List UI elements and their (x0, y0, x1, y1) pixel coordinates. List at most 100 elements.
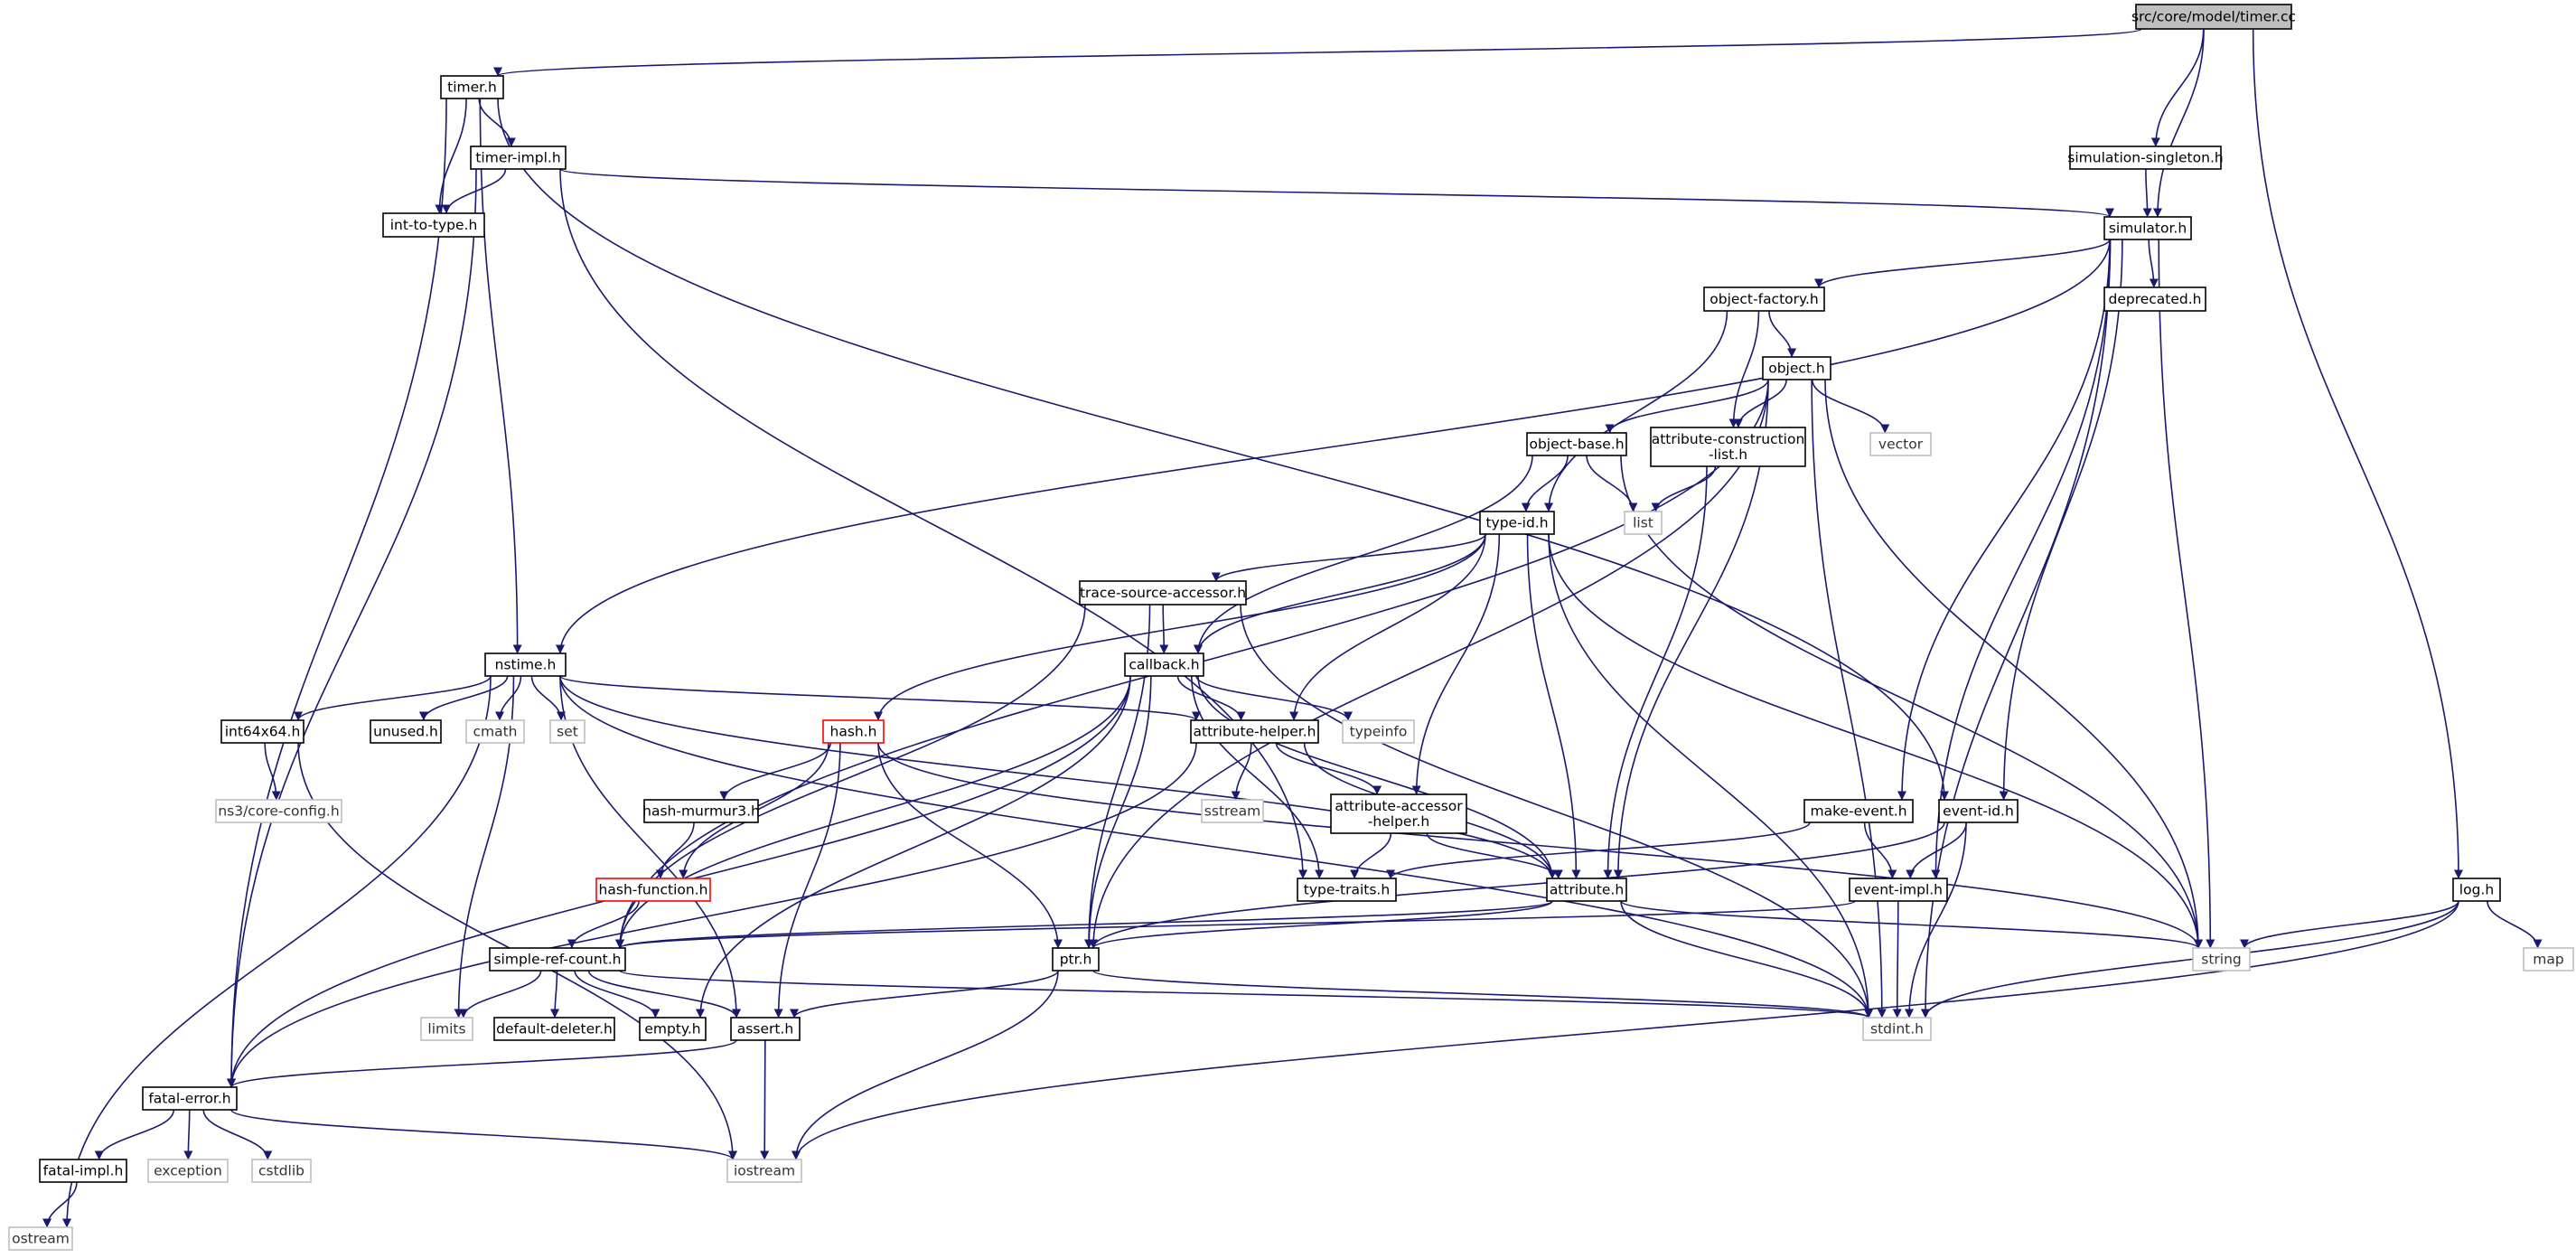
node-attribute-h[interactable]: attribute.h (1546, 878, 1627, 902)
node-object-h[interactable]: object.h (1762, 356, 1831, 380)
node-box-list (1624, 511, 1663, 535)
node-attr-accessor-helper-h[interactable]: attribute-accessor-helper.h (1330, 793, 1467, 834)
node-hash-h[interactable]: hash.h (822, 719, 885, 744)
node-box-unused-h (370, 719, 442, 744)
edge-fatal-error-h-to-iostream (230, 1109, 737, 1160)
edge-simulator-h-to-stdint-h (1921, 239, 2112, 1019)
node-nstime-h[interactable]: nstime.h (484, 652, 567, 677)
node-label-nstime-h: nstime.h (495, 657, 557, 673)
node-unused-h[interactable]: unused.h (370, 719, 442, 744)
node-assert-h[interactable]: assert.h (730, 1017, 801, 1041)
node-box-map (2523, 947, 2574, 972)
edge-nstime-h-to-unused-h (418, 675, 509, 721)
edge-simulator-h-to-string (2158, 239, 2215, 949)
node-label-simulator-h: simulator.h (2109, 221, 2187, 237)
node-label-object-base-h: object-base.h (1529, 437, 1624, 453)
node-box-empty-h (639, 1017, 707, 1041)
node-hash-function-h[interactable]: hash-function.h (595, 878, 711, 902)
node-box-set (549, 719, 585, 744)
node-make-event-h[interactable]: make-event.h (1803, 799, 1914, 823)
node-object-base-h[interactable]: object-base.h (1526, 432, 1627, 456)
edge-object-h-to-string (1824, 379, 2203, 949)
node-ns3-core-config-h: ns3/core-config.h (215, 799, 342, 823)
node-box-event-id-h (1938, 799, 2019, 823)
node-hash-murmur3-h[interactable]: hash-murmur3.h (642, 799, 760, 823)
node-simulator-h[interactable]: simulator.h (2103, 216, 2192, 240)
node-int-to-type-h[interactable]: int-to-type.h (382, 212, 485, 238)
node-trace-source-accessor-h[interactable]: trace-source-accessor.h (1079, 580, 1247, 606)
node-label-event-id-h: event-id.h (1943, 803, 2014, 820)
node-timer-impl-h[interactable]: timer-impl.h (470, 146, 567, 170)
node-box-cmath (465, 719, 525, 744)
node-box-hash-murmur3-h (643, 799, 759, 823)
edge-log-h-to-map (2487, 900, 2543, 949)
node-label-timer-impl-h: timer-impl.h (475, 150, 560, 166)
node-box-timer-cc (2135, 4, 2292, 30)
node-label-attr-constr-list-h: -list.h (1709, 446, 1747, 463)
node-default-deleter-h[interactable]: default-deleter.h (493, 1017, 615, 1041)
node-event-impl-h[interactable]: event-impl.h (1849, 878, 1948, 902)
node-timer-cc[interactable]: src/core/model/timer.cc (2131, 4, 2296, 30)
edge-attribute-h-to-stdint-h (1620, 900, 1873, 1019)
edge-fatal-error-h-to-cstdlib (202, 1109, 273, 1160)
node-label-fatal-impl-h: fatal-impl.h (43, 1163, 124, 1179)
edge-nstime-h-to-attribute-helper-h (559, 675, 1201, 721)
edge-ptr-h-to-stdint-h (1092, 970, 1873, 1019)
edge-nstime-h-to-set (530, 675, 567, 721)
node-label-int64x64-h: int64x64.h (225, 724, 301, 740)
edge-hash-h-to-string (877, 742, 2203, 949)
edge-hash-function-h-to-simple-ref-count-h (567, 900, 640, 949)
node-type-id-h[interactable]: type-id.h (1479, 511, 1555, 535)
node-int64x64-h[interactable]: int64x64.h (220, 719, 304, 744)
edge-object-base-h-to-callback-h (1194, 455, 1533, 654)
node-box-type-traits-h (1297, 878, 1397, 902)
node-callback-h[interactable]: callback.h (1124, 652, 1204, 677)
node-attribute-helper-h[interactable]: attribute-helper.h (1190, 719, 1319, 744)
node-box-attr-accessor-helper-h (1330, 793, 1467, 834)
edge-hash-h-to-assert-h (773, 742, 841, 1019)
node-label-fatal-error-h: fatal-error.h (148, 1091, 230, 1107)
node-ptr-h[interactable]: ptr.h (1052, 947, 1100, 972)
edge-type-id-h-to-attr-accessor-helper-h (1411, 533, 1501, 795)
edge-event-id-h-to-event-impl-h (1906, 821, 1968, 879)
edge-object-base-h-to-type-id-h (1521, 455, 1569, 512)
node-event-id-h[interactable]: event-id.h (1938, 799, 2019, 823)
edge-fatal-impl-h-to-ostream (42, 1181, 78, 1228)
edge-callback-h-to-typeinfo (1195, 675, 1353, 721)
edge-attribute-h-to-simple-ref-count-h (615, 900, 1553, 949)
node-simple-ref-count-h[interactable]: simple-ref-count.h (489, 947, 626, 972)
node-box-int-to-type-h (382, 212, 485, 238)
node-label-trace-source-accessor-h: trace-source-accessor.h (1080, 585, 1246, 601)
edge-timer-h-to-event-id-h (497, 98, 1949, 801)
edge-nstime-h-to-cmath (495, 675, 522, 721)
node-timer-h[interactable]: timer.h (440, 75, 504, 99)
node-deprecated-h[interactable]: deprecated.h (2103, 286, 2206, 312)
edge-log-h-to-iostream (792, 900, 2459, 1160)
node-label-log-h: log.h (2459, 882, 2494, 898)
node-label-timer-h: timer.h (447, 80, 497, 96)
node-box-string (2192, 947, 2251, 972)
node-type-traits-h[interactable]: type-traits.h (1297, 878, 1397, 902)
node-empty-h[interactable]: empty.h (639, 1017, 707, 1041)
node-box-vector (1869, 432, 1932, 456)
node-box-typeinfo (1342, 719, 1415, 744)
node-simulation-singleton-h[interactable]: simulation-singleton.h (2067, 146, 2224, 170)
node-object-factory-h[interactable]: object-factory.h (1703, 286, 1825, 312)
edge-ptr-h-to-iostream (792, 970, 1059, 1160)
node-attr-constr-list-h[interactable]: attribute-construction-list.h (1650, 427, 1806, 467)
edge-event-id-h-to-ptr-h (1089, 821, 1945, 949)
edge-callback-h-to-attribute-helper-h (1176, 675, 1246, 721)
node-box-int64x64-h (220, 719, 304, 744)
edge-fatal-error-h-to-fatal-impl-h (94, 1109, 175, 1160)
node-limits: limits (420, 1017, 473, 1041)
node-set: set (549, 719, 585, 744)
node-label-set: set (557, 724, 578, 740)
node-fatal-error-h[interactable]: fatal-error.h (142, 1086, 238, 1111)
edge-timer-cc-to-simulator-h (2152, 28, 2205, 218)
node-log-h[interactable]: log.h (2452, 878, 2501, 902)
node-fatal-impl-h[interactable]: fatal-impl.h (39, 1159, 127, 1183)
node-label-deprecated-h: deprecated.h (2108, 291, 2201, 307)
edge-attribute-h-to-ptr-h (1089, 900, 1553, 949)
node-box-type-id-h (1479, 511, 1555, 535)
edge-nstime-h-to-int64x64-h (294, 675, 492, 721)
